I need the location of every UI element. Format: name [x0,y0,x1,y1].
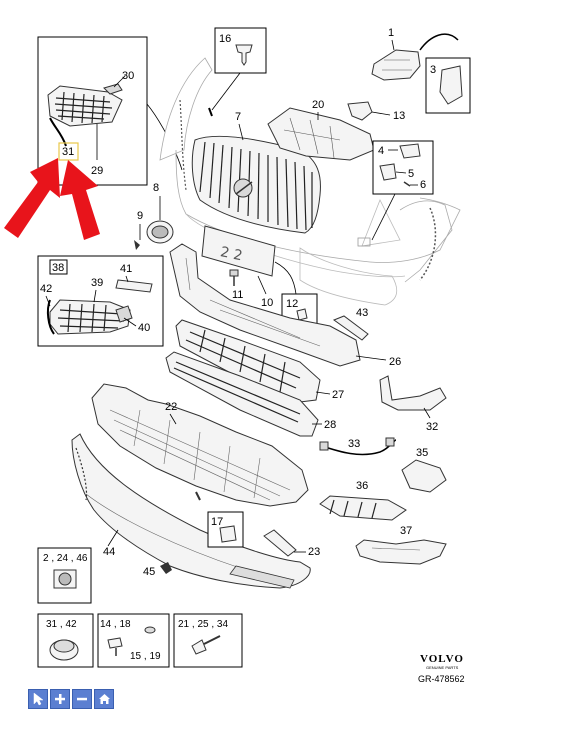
reference-number: GR-478562 [418,674,465,684]
red-arrow-icons [4,158,100,240]
part-16-box: 16 [214,27,267,74]
reinforcement-26 [169,243,361,367]
label-43[interactable]: 43 [356,307,368,319]
red-arrow-right-icon [60,160,100,240]
label-26[interactable]: 26 [389,356,401,368]
label-8[interactable]: 8 [153,182,159,194]
label-7[interactable]: 7 [235,111,241,123]
label-21-25-34[interactable]: 21 , 25 , 34 [178,619,228,630]
home-icon[interactable] [94,689,114,709]
label-39[interactable]: 39 [91,277,103,289]
label-44[interactable]: 44 [103,546,115,558]
label-23[interactable]: 23 [308,546,320,558]
label-22[interactable]: 22 [165,401,177,413]
label-28[interactable]: 28 [324,419,336,431]
label-31-42[interactable]: 31 , 42 [46,619,77,630]
license-plate-holder: 2 2 [201,225,276,277]
part-3-box: 3 [425,57,471,114]
label-5[interactable]: 5 [408,168,414,180]
label-20[interactable]: 20 [312,99,324,111]
label-4[interactable]: 4 [378,145,384,157]
genuine-parts-label: GENUINE PARTS [426,665,459,670]
label-42[interactable]: 42 [40,283,52,295]
bezel-37 [355,539,447,565]
label-1[interactable]: 1 [388,27,394,39]
svg-text:2 2: 2 2 [219,244,244,264]
label-12[interactable]: 12 [286,298,298,310]
label-41[interactable]: 41 [120,263,132,275]
volvo-brand-block: VOLVO GENUINE PARTS GR-478562 [418,653,465,684]
clip-13 [347,101,373,121]
highlight-31-box [58,142,79,161]
lower-bumper-44 [71,433,311,589]
label-31[interactable]: 31 [62,146,74,158]
label-3[interactable]: 3 [430,64,436,76]
clip-45 [160,562,172,574]
front-grille [191,135,321,234]
fog-light-36 [319,495,407,521]
volvo-logo: VOLVO [420,653,464,665]
label-45[interactable]: 45 [143,566,155,578]
label-29[interactable]: 29 [91,165,103,177]
box-21-25-34: 21 , 25 , 34 [173,613,243,668]
label-36[interactable]: 36 [356,480,368,492]
zoom-in-icon[interactable] [50,689,70,709]
label-32[interactable]: 32 [426,421,438,433]
box-2-24-46: 2 , 24 , 46 [37,547,92,604]
label-38[interactable]: 38 [52,262,64,274]
label-16[interactable]: 16 [219,33,231,45]
box-31-42: 31 , 42 [37,613,94,668]
pointer-icon[interactable] [28,689,48,709]
harness-33 [319,437,397,456]
emblem [146,220,174,244]
parts-38-box: 38 41 39 42 40 [37,255,164,347]
label-14-18[interactable]: 14 , 18 [100,619,131,630]
label-10[interactable]: 10 [261,297,273,309]
label-37[interactable]: 37 [400,525,412,537]
bracket-1 [371,49,421,81]
label-9[interactable]: 9 [137,210,143,222]
label-30[interactable]: 30 [122,70,134,82]
part-17-box: 17 [207,511,244,548]
label-27[interactable]: 27 [332,389,344,401]
bracket-35 [401,459,447,493]
box-14-18-15-19: 14 , 18 15 , 19 [97,613,170,668]
red-arrow-left-icon [4,158,60,238]
trim-43 [332,315,369,341]
bracket-32 [379,375,447,411]
label-33[interactable]: 33 [348,438,360,450]
label-6[interactable]: 6 [420,179,426,191]
skid-plate-22 [91,383,309,507]
bolt-11 [229,269,239,286]
viewer-toolbar [28,689,114,709]
trim-23 [263,529,297,557]
label-2-24-46[interactable]: 2 , 24 , 46 [43,553,88,564]
parts-4-5-6-box: 4 5 6 [372,140,434,195]
lower-grille-27 [175,319,321,403]
zoom-out-icon[interactable] [72,689,92,709]
lower-grille-28 [165,351,319,437]
label-17[interactable]: 17 [211,516,223,528]
label-40[interactable]: 40 [138,322,150,334]
label-15-19[interactable]: 15 , 19 [130,651,161,662]
label-11[interactable]: 11 [232,289,243,301]
label-13[interactable]: 13 [393,110,405,122]
label-35[interactable]: 35 [416,447,428,459]
